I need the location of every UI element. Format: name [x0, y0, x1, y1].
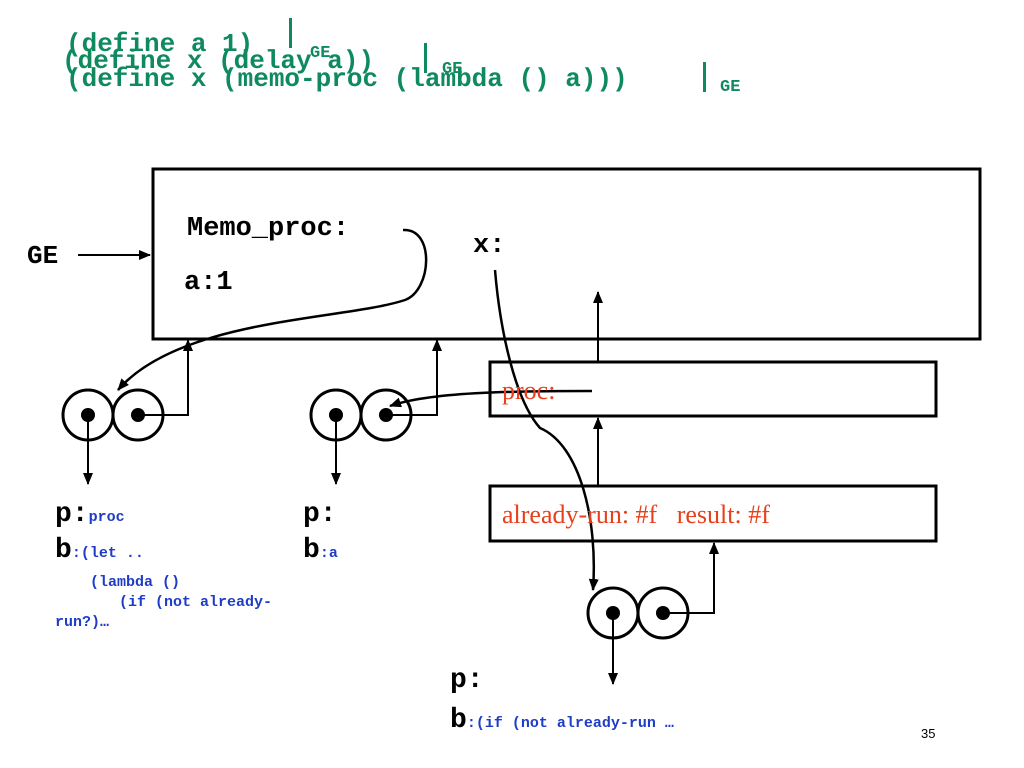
proc1-body: b:(let .. [55, 535, 144, 566]
state-frame-box [488, 484, 938, 543]
binding-proc: proc: [502, 376, 556, 405]
proc-frame-box [488, 360, 938, 418]
body-key: b [55, 535, 72, 566]
ge-label: GE [27, 241, 59, 271]
proc2-params: p: [303, 499, 337, 530]
proc1-body-line: (if (not already- [119, 594, 273, 611]
page-number: 35 [921, 726, 936, 741]
code-line-define-x-memo: (define x (memo-proc (lambda () a))) [66, 66, 628, 92]
code-env-label: GE [310, 44, 331, 63]
env-bar [703, 62, 706, 92]
x-binding-arrow [493, 269, 599, 591]
proc3-body: b:(if (not already-run … [450, 705, 674, 736]
param-value: proc [88, 509, 125, 526]
body-value: :a [319, 545, 338, 562]
body-key: b [450, 705, 467, 736]
code-text: (define a 1) [66, 29, 254, 59]
body-value: :(let .. [71, 545, 144, 562]
proc-binding-arrow [389, 389, 593, 408]
proc3-env-arrow [663, 542, 719, 614]
binding-memo-proc: Memo_proc: [187, 214, 350, 244]
global-frame-box [151, 167, 982, 341]
proc2-body: b:a [303, 535, 338, 566]
param-key: p: [450, 665, 484, 696]
code-line-define-x-delay: (define x (delay a)) [62, 48, 374, 74]
proc2-env-arrow [386, 339, 442, 416]
code-line-define-a: (define a 1) [66, 31, 253, 57]
code-text: (define x (memo-proc (lambda () a))) [66, 64, 628, 94]
env-bar [424, 43, 427, 73]
env-bar [289, 18, 292, 48]
code-text: (define x (delay a)) [62, 46, 375, 76]
param-key: p: [55, 499, 89, 530]
code-env-label: GE [720, 78, 741, 97]
proc3-params: p: [450, 665, 484, 696]
proc1-body-line: (lambda () [90, 574, 181, 591]
binding-x: x: [473, 231, 506, 261]
code-env-label: GE [442, 60, 463, 79]
body-value: :(if (not already-run … [466, 715, 674, 732]
body-key: b [303, 535, 320, 566]
proc1-env-arrow [138, 339, 193, 416]
binding-already-run-result: already-run: #f result: #f [502, 500, 770, 529]
param-key: p: [303, 499, 337, 530]
proc1-body-line: run?)… [55, 614, 110, 631]
binding-a: a:1 [184, 268, 233, 298]
memo-proc-binding-arrow [117, 228, 428, 391]
proc1-params: p:proc [55, 499, 125, 530]
